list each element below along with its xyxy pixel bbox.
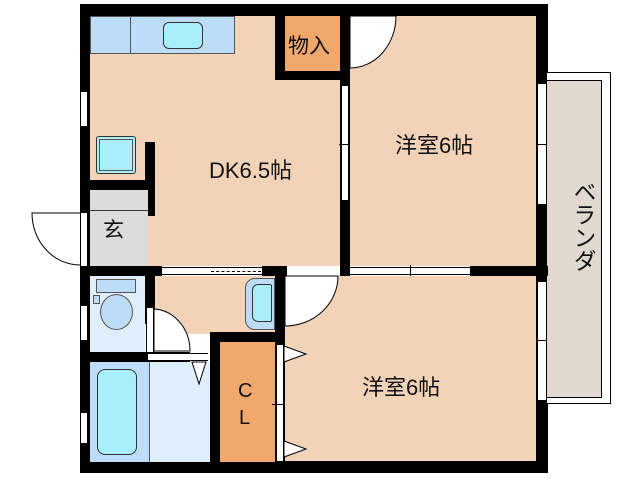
western-room-upper-label: 洋室6帖 [395,133,474,158]
exterior-wall-bottom [80,461,548,473]
kitchen-counter [90,16,235,54]
closet-label-l: L [239,407,251,429]
refrigerator-box [96,136,136,174]
middle-wall-left [80,266,162,276]
front-door-swing [31,212,81,266]
storage-label: 物入 [288,35,330,58]
closet-door[interactable] [276,345,284,461]
closet-label-c: C [238,380,253,402]
sliding-door-mark [410,265,411,277]
toilet-paper [93,295,100,304]
window-bath[interactable] [80,413,88,443]
folding-door-mark [191,361,207,386]
middle-wall-joint [340,266,350,276]
sliding-door-mark [339,144,351,145]
entrance-label: 玄 [103,219,124,242]
toilet-right-wall [145,276,155,324]
toilet-door[interactable] [146,308,154,352]
door-swing-lower [284,275,339,327]
bath-door[interactable] [148,353,208,361]
middle-wall-right [470,266,548,276]
closet [220,342,275,462]
exterior-wall-top [80,4,548,16]
door-swing-upper [349,15,397,69]
window-mark [537,144,549,145]
entrance [90,190,148,266]
western-room-upper-floor [350,16,536,266]
bath-top-wall [80,352,190,362]
veranda [546,80,602,398]
wall-stub [145,142,155,216]
sliding-door-dk-western[interactable] [341,86,349,200]
veranda-label: ベランダ [570,180,596,272]
window-mark [537,340,549,341]
kitchen-sink [163,22,203,49]
washbasin-bowl [252,284,272,322]
closet-door-arrow-top [283,345,308,363]
western-room-lower-label: 洋室6帖 [362,375,441,400]
middle-wall-center [262,266,287,276]
window-left-dk[interactable] [80,92,88,126]
sliding-door-western[interactable] [349,267,470,275]
closet-door-arrow-bottom [283,440,308,458]
toilet-tank [96,279,136,293]
window-toilet[interactable] [80,306,88,340]
toilet-door-swing [153,308,191,352]
entrance-step-line [90,210,148,211]
counter-divider [130,16,131,54]
dk-label: DK6.5帖 [209,158,293,183]
front-door[interactable] [80,213,88,267]
closet-door-mark [272,404,284,405]
bathtub [97,369,137,455]
sliding-door-dash [211,271,261,272]
storage-room [285,16,340,71]
entrance-top-wall [80,180,155,190]
toilet-bowl [100,294,133,330]
